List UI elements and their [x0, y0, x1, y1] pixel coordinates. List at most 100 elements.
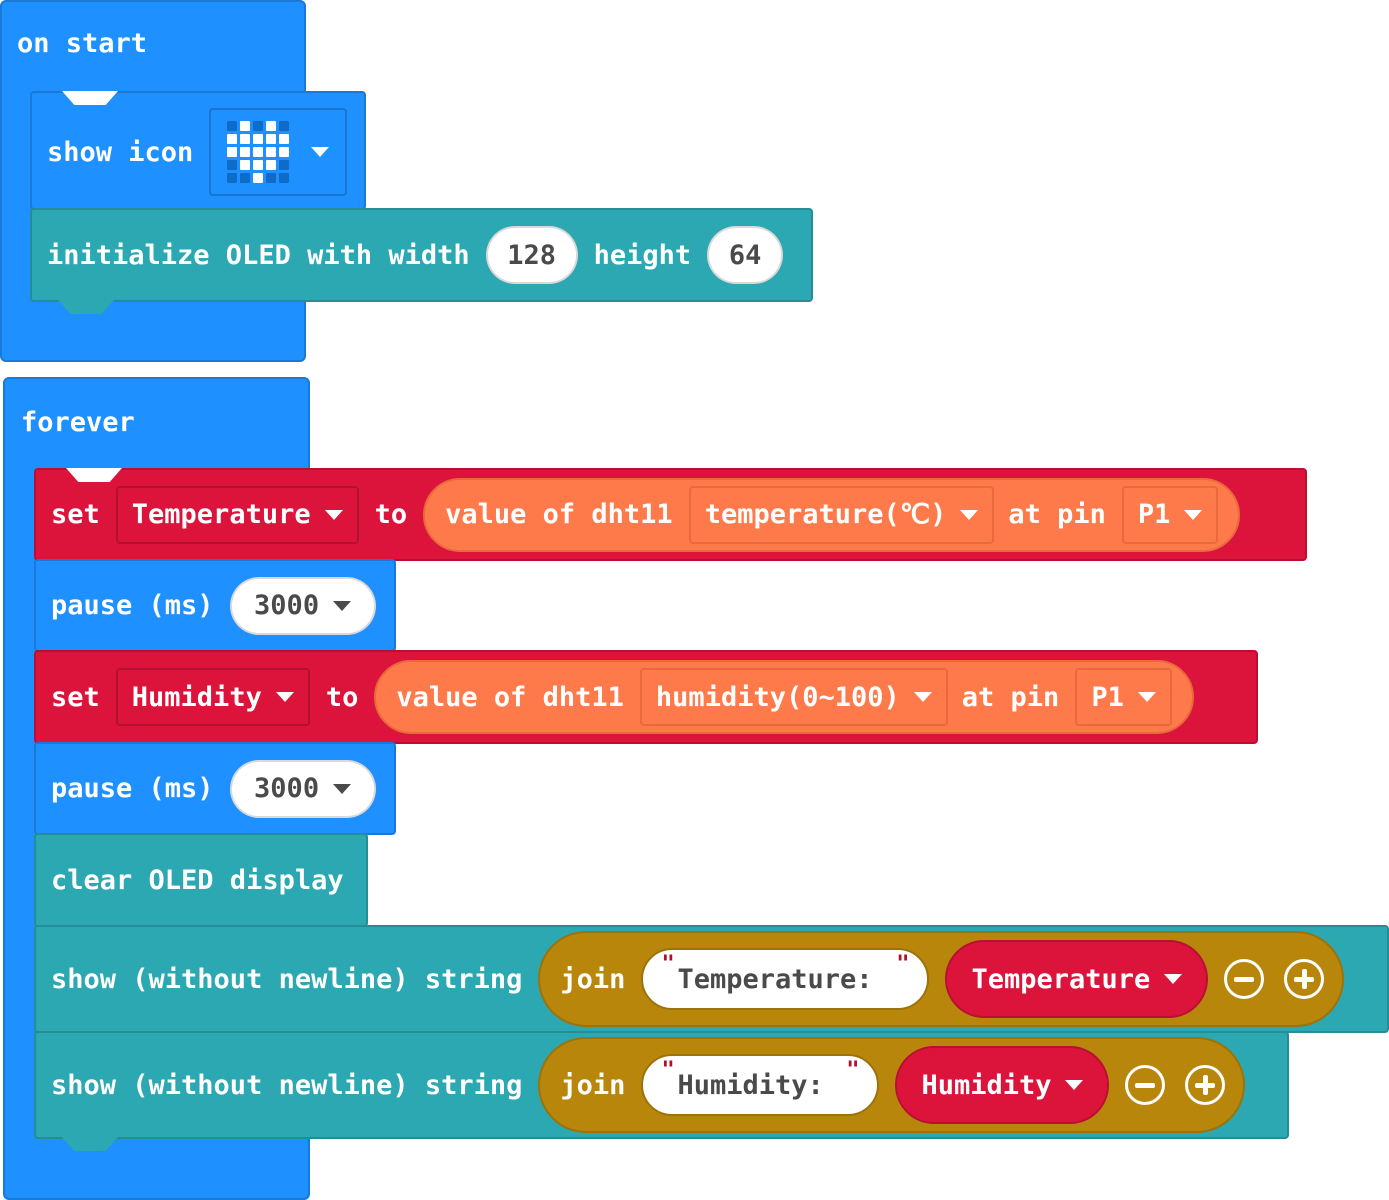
- led-on: [227, 134, 238, 144]
- to-label: to: [325, 681, 359, 713]
- plus-circle-icon[interactable]: [1284, 959, 1325, 999]
- oled-height-input[interactable]: 64: [707, 226, 784, 284]
- init-oled-block[interactable]: initialize OLED with width 128 height 64: [30, 208, 813, 302]
- forever-label: forever: [21, 407, 135, 438]
- led-off: [279, 173, 290, 183]
- chevron-down-icon: [311, 147, 330, 157]
- chevron-down-icon: [960, 509, 979, 520]
- variable-name: Humidity: [921, 1069, 1052, 1101]
- text-value: Humidity:: [677, 1069, 824, 1101]
- set-label: set: [51, 499, 100, 530]
- led-on: [253, 173, 264, 183]
- led-on: [240, 147, 251, 157]
- measure-value: humidity(0~100): [655, 681, 900, 713]
- led-off: [227, 160, 238, 170]
- set-humidity-block[interactable]: set Humidity to value of dht11 humidity(…: [34, 650, 1258, 744]
- pin-dropdown[interactable]: P1: [1075, 668, 1172, 726]
- join-reporter[interactable]: join " Temperature: " Temperature: [538, 931, 1345, 1027]
- variable-dropdown-temperature[interactable]: Temperature: [115, 485, 359, 544]
- minus-circle-icon[interactable]: [1125, 1065, 1166, 1105]
- led-on: [253, 134, 264, 144]
- oled-width-input[interactable]: 128: [485, 226, 578, 284]
- led-off: [227, 173, 238, 183]
- pin-label: at pin: [1008, 499, 1106, 530]
- led-on: [227, 147, 238, 157]
- dht11-temperature-reporter[interactable]: value of dht11 temperature(℃) at pin P1: [423, 477, 1241, 552]
- pause-duration-value: 3000: [254, 773, 320, 804]
- variable-name: Temperature: [971, 963, 1151, 995]
- plus-circle-icon[interactable]: [1185, 1065, 1226, 1105]
- led-on: [266, 160, 277, 170]
- led-on: [266, 121, 277, 131]
- led-on: [240, 121, 251, 131]
- chevron-down-icon: [1065, 1080, 1084, 1090]
- set-temperature-block[interactable]: set Temperature to value of dht11 temper…: [34, 468, 1307, 561]
- measure-dropdown[interactable]: temperature(℃): [688, 485, 995, 544]
- pin-dropdown[interactable]: P1: [1121, 485, 1219, 544]
- show-icon-block[interactable]: show icon: [30, 91, 366, 210]
- led-on: [240, 160, 251, 170]
- led-off: [240, 173, 251, 183]
- variable-reporter-humidity[interactable]: Humidity: [895, 1046, 1110, 1124]
- join-reporter[interactable]: join " Humidity: " Humidity: [538, 1037, 1246, 1133]
- pause-block[interactable]: pause (ms) 3000: [34, 559, 396, 652]
- clear-oled-block[interactable]: clear OLED display: [34, 833, 368, 927]
- join-label: join: [560, 963, 626, 995]
- text-value: Temperature:: [677, 963, 873, 995]
- chevron-down-icon: [1164, 974, 1183, 984]
- measure-value: temperature(℃): [704, 499, 947, 530]
- pause-block[interactable]: pause (ms) 3000: [34, 742, 396, 835]
- icon-picker-dropdown[interactable]: [209, 108, 348, 196]
- chevron-down-icon: [275, 692, 294, 702]
- on-start-label: on start: [17, 28, 148, 59]
- led-off: [279, 160, 290, 170]
- measure-dropdown[interactable]: humidity(0~100): [639, 668, 948, 726]
- chevron-down-icon: [913, 692, 932, 702]
- show-string-humidity-block[interactable]: show (without newline) string join " Hum…: [34, 1031, 1289, 1139]
- led-on: [266, 134, 277, 144]
- variable-dropdown-humidity[interactable]: Humidity: [115, 668, 310, 726]
- led-on: [279, 134, 290, 144]
- pause-label: pause (ms): [51, 773, 214, 804]
- to-label: to: [374, 499, 408, 530]
- variable-name: Humidity: [131, 681, 262, 713]
- clear-oled-label: clear OLED display: [51, 864, 344, 896]
- chevron-down-icon: [1137, 692, 1156, 702]
- text-input-humidity[interactable]: " Humidity: ": [641, 1054, 880, 1116]
- chevron-down-icon: [1184, 509, 1203, 520]
- join-label: join: [560, 1069, 626, 1101]
- led-on: [253, 147, 264, 157]
- chevron-down-icon: [324, 509, 343, 520]
- pause-duration-value: 3000: [254, 590, 320, 621]
- dht11-label: value of dht11: [396, 681, 624, 713]
- text-input-temperature[interactable]: " Temperature: ": [641, 948, 930, 1010]
- led-off: [253, 121, 264, 131]
- led-on: [240, 134, 251, 144]
- minus-circle-icon[interactable]: [1224, 959, 1265, 999]
- init-oled-width-label: initialize OLED with width: [47, 239, 470, 271]
- led-on: [253, 160, 264, 170]
- variable-reporter-temperature[interactable]: Temperature: [945, 940, 1209, 1018]
- show-string-temperature-block[interactable]: show (without newline) string join " Tem…: [34, 925, 1389, 1033]
- pin-value: P1: [1137, 499, 1171, 530]
- dht11-humidity-reporter[interactable]: value of dht11 humidity(0~100) at pin P1: [374, 660, 1194, 734]
- led-on: [279, 147, 290, 157]
- pin-value: P1: [1091, 681, 1124, 713]
- pin-label: at pin: [961, 681, 1060, 713]
- dht11-label: value of dht11: [445, 499, 673, 530]
- led-off: [227, 121, 238, 131]
- led-off: [266, 173, 277, 183]
- variable-name: Temperature: [131, 499, 311, 530]
- chevron-down-icon: [333, 600, 352, 611]
- chevron-down-icon: [333, 783, 352, 794]
- show-string-label: show (without newline) string: [51, 1069, 523, 1101]
- init-oled-height-label: height: [593, 239, 692, 271]
- led-on: [266, 147, 277, 157]
- set-label: set: [51, 681, 100, 713]
- pause-duration-input[interactable]: 3000: [229, 759, 376, 818]
- show-icon-label: show icon: [47, 136, 194, 168]
- show-string-label: show (without newline) string: [51, 963, 523, 995]
- pause-label: pause (ms): [51, 590, 214, 621]
- heart-icon: [227, 121, 290, 183]
- pause-duration-input[interactable]: 3000: [229, 576, 376, 635]
